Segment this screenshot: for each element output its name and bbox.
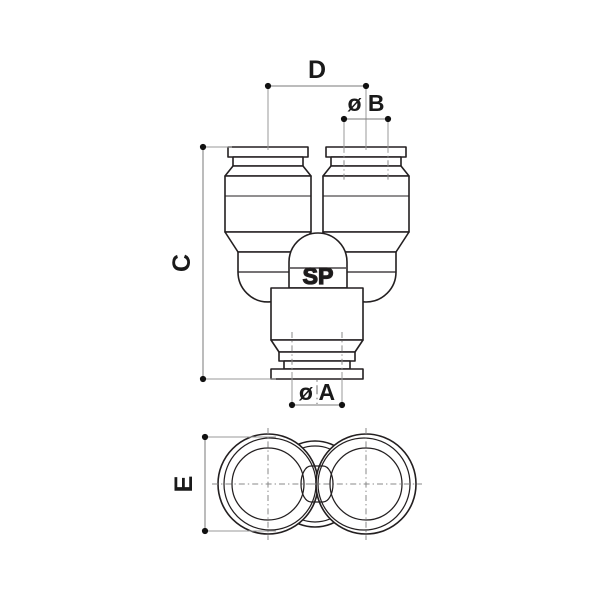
plan-waist-left-arc <box>300 465 312 503</box>
dimension-D-arrow-right <box>362 82 370 90</box>
plan-waist-right-arc <box>322 465 334 503</box>
right-collet-cap <box>325 146 407 158</box>
dimension-E-label: E <box>170 476 198 493</box>
lower-collet-mid <box>283 360 351 370</box>
right-body-barrel <box>322 175 410 233</box>
plan-left-circle-group <box>212 428 324 540</box>
lower-collet-cap <box>270 368 364 380</box>
left-body-barrel <box>224 175 312 233</box>
dimension-B-label: ø B <box>347 90 384 116</box>
lower-collet-step <box>278 351 356 362</box>
dimension-A-label: ø A <box>299 379 335 405</box>
lower-outlet-stem <box>270 287 364 380</box>
dimension-D-label: D <box>308 56 326 84</box>
dimension-E-arrow-bottom <box>201 527 209 535</box>
dimension-C-label: C <box>168 254 196 272</box>
lower-taper <box>270 339 364 353</box>
right-upper-port <box>322 146 410 303</box>
dimension-C-arrow-top <box>199 143 207 151</box>
left-body-shoulder <box>224 165 312 177</box>
hub-dome <box>288 232 348 289</box>
brand-mark-sp: SP <box>303 263 334 289</box>
dimension-C: C <box>168 143 276 383</box>
dimension-E: E <box>170 433 276 535</box>
right-body-shoulder <box>322 165 410 177</box>
dimension-A: ø A <box>288 372 346 409</box>
right-collet-step <box>330 156 402 167</box>
central-hub: SP <box>288 232 348 290</box>
left-collet-step <box>232 156 304 167</box>
dimension-B: ø B <box>340 90 392 152</box>
plan-left-bore-circle <box>231 447 305 521</box>
dimension-D-arrow-left <box>264 82 272 90</box>
dimension-D: D <box>264 56 370 150</box>
plan-right-circle-group <box>310 428 422 540</box>
plan-right-second-circle <box>317 437 411 531</box>
lower-barrel <box>270 287 364 341</box>
bottom-plan-view: E <box>170 428 422 540</box>
dimension-C-arrow-bottom <box>199 375 207 383</box>
plan-overlap-waist <box>300 465 334 503</box>
left-collet-cap <box>227 146 309 158</box>
front-elevation-view: SP <box>168 56 410 409</box>
dimension-B-arrow-left <box>340 115 348 123</box>
dimension-A-arrow-left <box>288 401 296 409</box>
plan-right-bore-circle <box>329 447 403 521</box>
dimension-E-arrow-top <box>201 433 209 441</box>
dimension-A-arrow-right <box>338 401 346 409</box>
dimension-B-arrow-right <box>384 115 392 123</box>
